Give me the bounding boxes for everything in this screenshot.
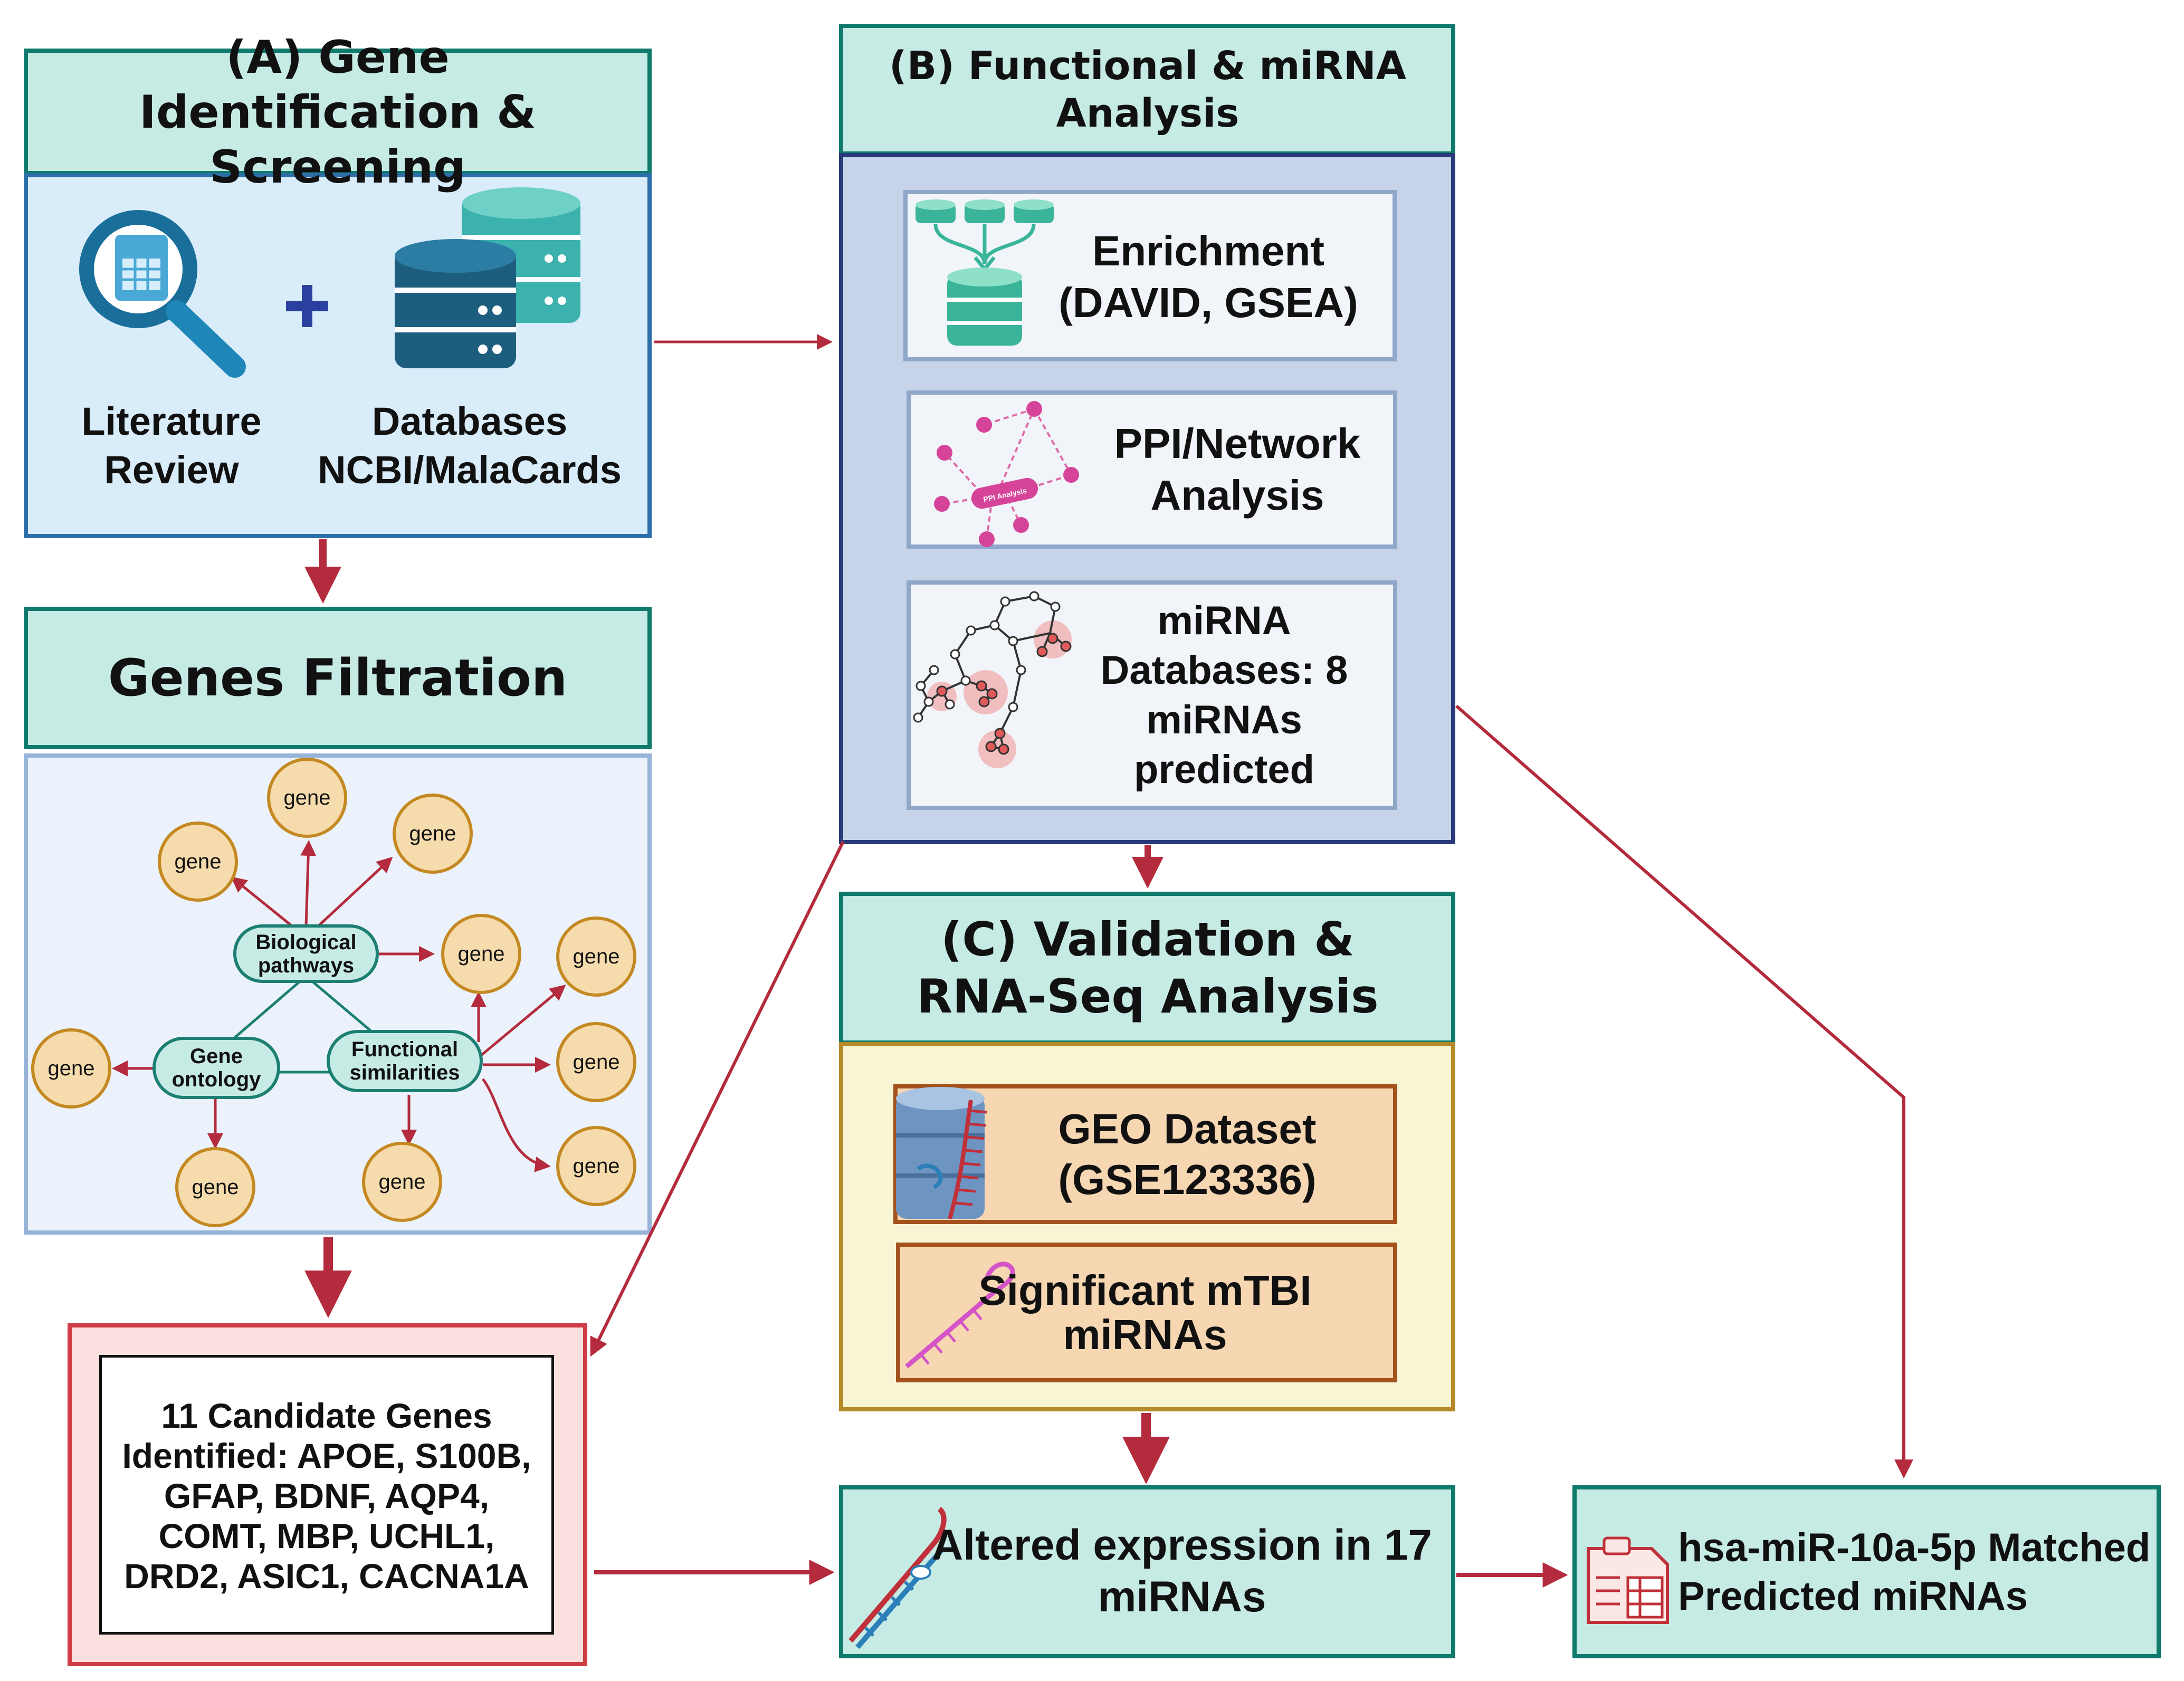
- filtration-body: [24, 753, 652, 1235]
- mirna-network-icon: [913, 591, 1072, 768]
- gene-node: gene: [573, 944, 620, 968]
- functional-similarities-node: Functional similarities: [349, 1038, 460, 1084]
- panel-b-header: [839, 24, 1455, 156]
- filtration-arrows: [112, 840, 566, 1172]
- gene-node: gene: [573, 1050, 620, 1074]
- gene-node: gene: [47, 1056, 95, 1080]
- panel-c-header: [839, 892, 1455, 1045]
- flow-arrows: [304, 334, 1913, 1588]
- databases-label: Databases NCBI/MalaCards: [318, 399, 622, 492]
- magnifier-document-icon: [79, 210, 246, 378]
- panel-a-title: (A) Gene Identification & Screening: [139, 31, 537, 194]
- gene-node: gene: [409, 822, 456, 845]
- significant-mirnas-label: Significant mTBI miRNAs: [978, 1266, 1312, 1358]
- geo-dataset-label: GEO Dataset (GSE123336): [1058, 1105, 1317, 1203]
- biological-pathways-node: Biological pathways: [255, 930, 357, 977]
- gene-node: gene: [192, 1175, 239, 1199]
- matched-mirna-label: hsa-miR-10a-5p Matched Predicted miRNAs: [1678, 1525, 2151, 1619]
- database-icon: [395, 187, 580, 368]
- geo-dataset-icon: [896, 1087, 987, 1220]
- gene-ontology-node: Gene ontology: [171, 1045, 261, 1091]
- mirna-databases-label: miRNA Databases: 8 miRNAs predicted: [1100, 598, 1348, 792]
- literature-review-label: Literature Review: [81, 399, 262, 492]
- significant-box: [896, 1243, 1397, 1382]
- filtration-title: Genes Filtration: [108, 648, 568, 708]
- gene-circles: [31, 758, 636, 1227]
- central-nodes: [152, 924, 483, 1099]
- gene-node: gene: [378, 1170, 426, 1193]
- enrichment-database-icon: [915, 199, 1054, 346]
- enrichment-label: Enrichment (DAVID, GSEA): [1058, 227, 1358, 326]
- gene-node: gene: [457, 942, 505, 966]
- filtration-header: [24, 607, 652, 749]
- matched-box: [1572, 1485, 2161, 1658]
- rna-duplex-icon: [848, 1506, 947, 1649]
- ppi-network-label: PPI/Network Analysis: [1114, 420, 1361, 519]
- ppi-network-icon: [934, 401, 1079, 547]
- clipboard-document-icon: [1587, 1536, 1669, 1624]
- panel-c-title: (C) Validation & RNA-Seq Analysis: [917, 912, 1379, 1024]
- filtration-network: [228, 975, 376, 1074]
- arrow-b-to-matched: [1455, 704, 1913, 1479]
- database-stack-front: [395, 239, 516, 368]
- arrow-b-to-candidates: [590, 840, 845, 1357]
- ppi-box: [907, 390, 1397, 549]
- mirna-hairpin-icon: [905, 1262, 1015, 1369]
- plus-icon: [286, 285, 328, 327]
- gene-node: gene: [283, 786, 331, 809]
- altered-expression-label: Altered expression in 17 miRNAs: [932, 1521, 1432, 1621]
- gene-node: gene: [174, 849, 222, 873]
- candidates-inner: [99, 1355, 554, 1635]
- panel-b-title: (B) Functional & miRNA Analysis: [889, 43, 1407, 136]
- candidate-genes-text: 11 Candidate Genes Identified: APOE, S10…: [122, 1396, 531, 1596]
- gene-node: gene: [573, 1154, 620, 1178]
